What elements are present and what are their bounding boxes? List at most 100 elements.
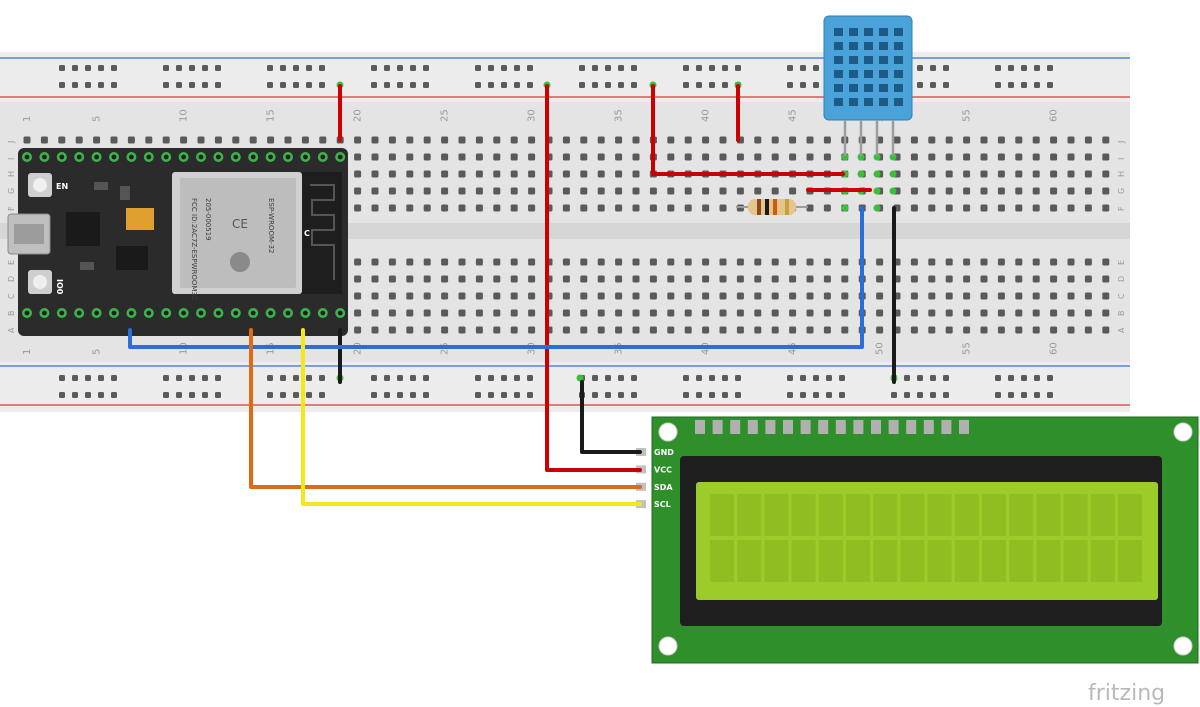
column-number-top: 45 <box>788 109 799 122</box>
breadboard-hole <box>528 292 536 300</box>
lcd-cell <box>1036 494 1061 536</box>
breadboard-hole <box>823 153 831 161</box>
rail-hole <box>111 375 117 381</box>
breadboard-hole <box>562 309 570 317</box>
rail-hole <box>683 375 689 381</box>
rail-hole <box>787 65 793 71</box>
rail-hole <box>917 65 923 71</box>
breadboard-hole <box>684 275 692 283</box>
breadboard-hole <box>980 275 988 283</box>
breadboard-hole <box>1084 326 1092 334</box>
breadboard-hole <box>580 275 588 283</box>
breadboard-hole <box>388 136 396 144</box>
fritzing-logo: fritzing <box>1088 681 1165 706</box>
rail-hole <box>306 65 312 71</box>
lcd-cell <box>954 494 979 536</box>
breadboard-hole <box>615 170 623 178</box>
row-letter: B <box>1117 311 1126 317</box>
breadboard-hole <box>928 170 936 178</box>
rail-hole <box>787 375 793 381</box>
breadboard-hole <box>441 275 449 283</box>
wire-orange-sda <box>249 328 642 489</box>
rail-hole <box>371 392 377 398</box>
rail-hole <box>410 65 416 71</box>
rail-hole <box>293 82 299 88</box>
rail-hole <box>293 65 299 71</box>
breadboard-hole <box>615 292 623 300</box>
breadboard-hole <box>1032 136 1040 144</box>
breadboard-hole <box>736 153 744 161</box>
breadboard-hole <box>475 136 483 144</box>
row-letter: I <box>1117 158 1126 160</box>
breadboard-hole <box>441 153 449 161</box>
rail-hole <box>189 65 195 71</box>
rail-hole <box>423 82 429 88</box>
breadboard-hole <box>475 170 483 178</box>
breadboard-hole <box>667 187 675 195</box>
breadboard-hole <box>632 292 640 300</box>
rail-hole <box>280 65 286 71</box>
breadboard-hole <box>910 275 918 283</box>
row-letter: I <box>7 158 16 160</box>
rail-hole <box>735 375 741 381</box>
breadboard-hole <box>1067 309 1075 317</box>
breadboard-hole <box>1032 292 1040 300</box>
rail-hole <box>189 392 195 398</box>
breadboard-hole <box>945 204 953 212</box>
breadboard-hole <box>945 258 953 266</box>
rail-hole <box>280 392 286 398</box>
breadboard-hole <box>597 258 605 266</box>
breadboard-hole <box>1015 309 1023 317</box>
breadboard-hole <box>980 204 988 212</box>
breadboard-hole <box>1015 275 1023 283</box>
breadboard-hole <box>371 275 379 283</box>
rail-hole <box>826 392 832 398</box>
breadboard-hole <box>702 204 710 212</box>
lcd-cell <box>818 494 843 536</box>
breadboard-hole <box>980 292 988 300</box>
breadboard-hole <box>736 258 744 266</box>
antenna-label: C <box>304 229 310 238</box>
connected-hole <box>841 153 849 161</box>
rail-hole <box>1047 392 1053 398</box>
breadboard-hole <box>528 275 536 283</box>
lcd-header-pin <box>923 420 934 434</box>
breadboard-hole <box>493 136 501 144</box>
breadboard-hole <box>667 292 675 300</box>
breadboard-hole <box>562 153 570 161</box>
rail-hole <box>1021 65 1027 71</box>
breadboard-hole <box>475 187 483 195</box>
lcd-cell <box>900 540 925 582</box>
breadboard-hole <box>493 187 501 195</box>
breadboard-hole <box>528 153 536 161</box>
rail-hole <box>800 392 806 398</box>
breadboard-hole <box>458 153 466 161</box>
grille-slot <box>864 98 873 106</box>
en-button-label: EN <box>56 182 68 191</box>
espressif-logo <box>230 252 250 272</box>
lcd-cell <box>818 540 843 582</box>
breadboard-hole <box>371 258 379 266</box>
rail-hole <box>826 375 832 381</box>
breadboard-hole <box>1102 153 1110 161</box>
rail-hole <box>917 392 923 398</box>
breadboard-hole <box>406 204 414 212</box>
breadboard-hole <box>371 292 379 300</box>
breadboard-hole <box>597 326 605 334</box>
resistor <box>736 199 808 215</box>
breadboard-hole <box>684 204 692 212</box>
rail-hole <box>787 392 793 398</box>
breadboard-hole <box>493 309 501 317</box>
rail-hole <box>800 82 806 88</box>
rail-hole <box>696 65 702 71</box>
lcd-character-cells <box>710 494 1142 582</box>
breadboard-hole <box>354 292 362 300</box>
breadboard-hole <box>40 136 48 144</box>
breadboard-hole <box>1102 136 1110 144</box>
breadboard-hole <box>1015 136 1023 144</box>
rail-hole <box>722 65 728 71</box>
lcd-cell <box>737 540 762 582</box>
rail-hole <box>501 392 507 398</box>
rail-hole <box>722 82 728 88</box>
row-letter: E <box>7 260 16 265</box>
